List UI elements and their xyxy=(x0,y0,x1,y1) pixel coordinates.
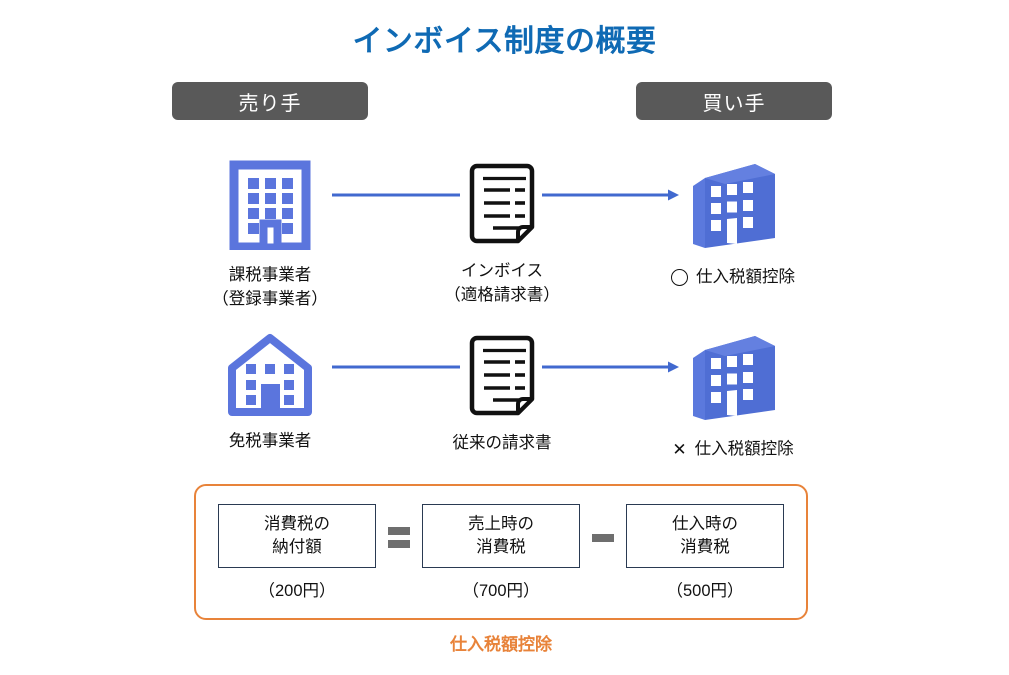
result-label: 仕入税額控除 xyxy=(696,268,795,286)
invoice-document-icon xyxy=(467,160,537,251)
connector-seller-to-invoice-row1 xyxy=(332,188,462,207)
invoice-document-icon xyxy=(467,332,537,423)
formula-term-box: 売上時の 消費税 xyxy=(422,503,580,568)
node-invoice-document: インボイス （適格請求書） xyxy=(432,160,572,308)
term-line-1: 売上時の xyxy=(468,515,534,534)
caption-line-2: （登録事業者） xyxy=(212,289,328,308)
node-buyer-deduction-allowed-caption: 仕入税額控除 xyxy=(671,266,795,290)
equals-operator-icon xyxy=(376,527,422,548)
term-line-1: 仕入時の xyxy=(672,515,738,534)
node-buyer-deduction-denied-caption: ✕ 仕入税額控除 xyxy=(672,438,793,462)
result-label: 仕入税額控除 xyxy=(694,440,794,458)
office-building-outline-icon xyxy=(229,160,311,255)
header-pill-seller: 売り手 xyxy=(172,82,368,120)
formula-term-box: 消費税の 納付額 xyxy=(218,503,376,568)
node-taxable-business-caption: 課税事業者 （登録事業者） xyxy=(212,264,328,312)
term-line-1: 消費税の xyxy=(264,515,330,534)
formula-caption: 仕入税額控除 xyxy=(450,635,552,654)
caption-line-1: 免税事業者 xyxy=(228,432,312,450)
node-tax-exempt-business-caption: 免税事業者 xyxy=(229,430,312,454)
term-line-2: 消費税 xyxy=(476,537,526,556)
term-line-2: 納付額 xyxy=(272,537,322,556)
node-invoice-caption: インボイス （適格請求書） xyxy=(444,260,560,308)
node-buyer-deduction-denied: ✕ 仕入税額控除 xyxy=(652,332,814,462)
term-line-2: 消費税 xyxy=(680,537,730,556)
caption-line-1: インボイス xyxy=(460,262,543,280)
header-pill-seller-label: 売り手 xyxy=(238,92,302,115)
term-amount: （500円） xyxy=(666,581,744,600)
office-building-solid-icon xyxy=(687,160,779,257)
formula-panel: 消費税の 納付額 （200円） 売上時の 消費税 （700円） xyxy=(194,484,808,620)
node-legacy-invoice-caption: 従来の請求書 xyxy=(453,432,552,456)
formula-term-payable-tax: 消費税の 納付額 （200円） xyxy=(218,503,376,601)
term-amount: （700円） xyxy=(462,581,540,600)
node-buyer-deduction-allowed: 仕入税額控除 xyxy=(652,160,814,290)
caption-line-1: 課税事業者 xyxy=(228,266,312,284)
caption-line-1: 従来の請求書 xyxy=(452,434,552,452)
node-tax-exempt-business: 免税事業者 xyxy=(190,332,350,454)
node-legacy-invoice-document: 従来の請求書 xyxy=(432,332,572,456)
page-title: インボイス制度の概要 xyxy=(352,25,657,58)
connector-invoice-to-buyer-row2 xyxy=(542,360,682,379)
node-taxable-business: 課税事業者 （登録事業者） xyxy=(190,160,350,312)
house-building-outline-icon xyxy=(226,332,314,421)
minus-operator-icon xyxy=(580,533,626,542)
formula-term-box: 仕入時の 消費税 xyxy=(626,503,784,568)
connector-seller-to-invoice-row2 xyxy=(332,360,462,379)
header-pill-buyer: 買い手 xyxy=(636,82,832,120)
formula-term-purchase-tax: 仕入時の 消費税 （500円） xyxy=(626,503,784,601)
cross-mark-icon: ✕ xyxy=(672,440,687,460)
connector-invoice-to-buyer-row1 xyxy=(542,188,682,207)
circle-mark-icon xyxy=(671,269,688,287)
formula-term-sales-tax: 売上時の 消費税 （700円） xyxy=(422,503,580,601)
term-amount: （200円） xyxy=(258,581,336,600)
office-building-solid-icon xyxy=(687,332,779,429)
caption-line-2: （適格請求書） xyxy=(444,285,560,304)
header-pill-buyer-label: 買い手 xyxy=(702,92,766,115)
